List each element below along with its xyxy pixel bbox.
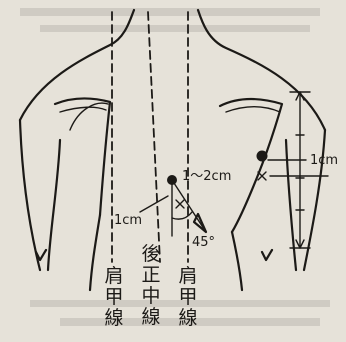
label-scapular-line-left: 肩 甲 線 — [101, 266, 127, 329]
label-1cm-right: 1cm — [310, 154, 338, 168]
leader-1cm-left — [140, 196, 168, 212]
acupoint-dot-right — [257, 151, 268, 162]
posterior-midline — [148, 12, 160, 262]
label-posterior-midline: 後 正 中 線 — [138, 244, 164, 328]
right-elbow-mark — [262, 250, 272, 260]
right-arm-outline — [286, 130, 325, 270]
label-1-2cm: 1～2cm — [182, 170, 231, 184]
left-arm-outline — [20, 120, 60, 270]
label-45-degree: 45° — [192, 236, 215, 250]
label-scapular-line-right: 肩 甲 線 — [175, 266, 201, 329]
right-scapula — [220, 99, 282, 232]
cross-mark-right — [258, 172, 266, 180]
trunk-right-side — [232, 232, 242, 290]
left-scapula — [55, 99, 110, 216]
right-scapula-spine — [226, 107, 280, 112]
trunk-left-side — [90, 215, 100, 290]
label-1cm-left: 1cm — [114, 214, 142, 228]
cross-mark-center — [176, 200, 184, 208]
angle-arc — [172, 212, 192, 219]
